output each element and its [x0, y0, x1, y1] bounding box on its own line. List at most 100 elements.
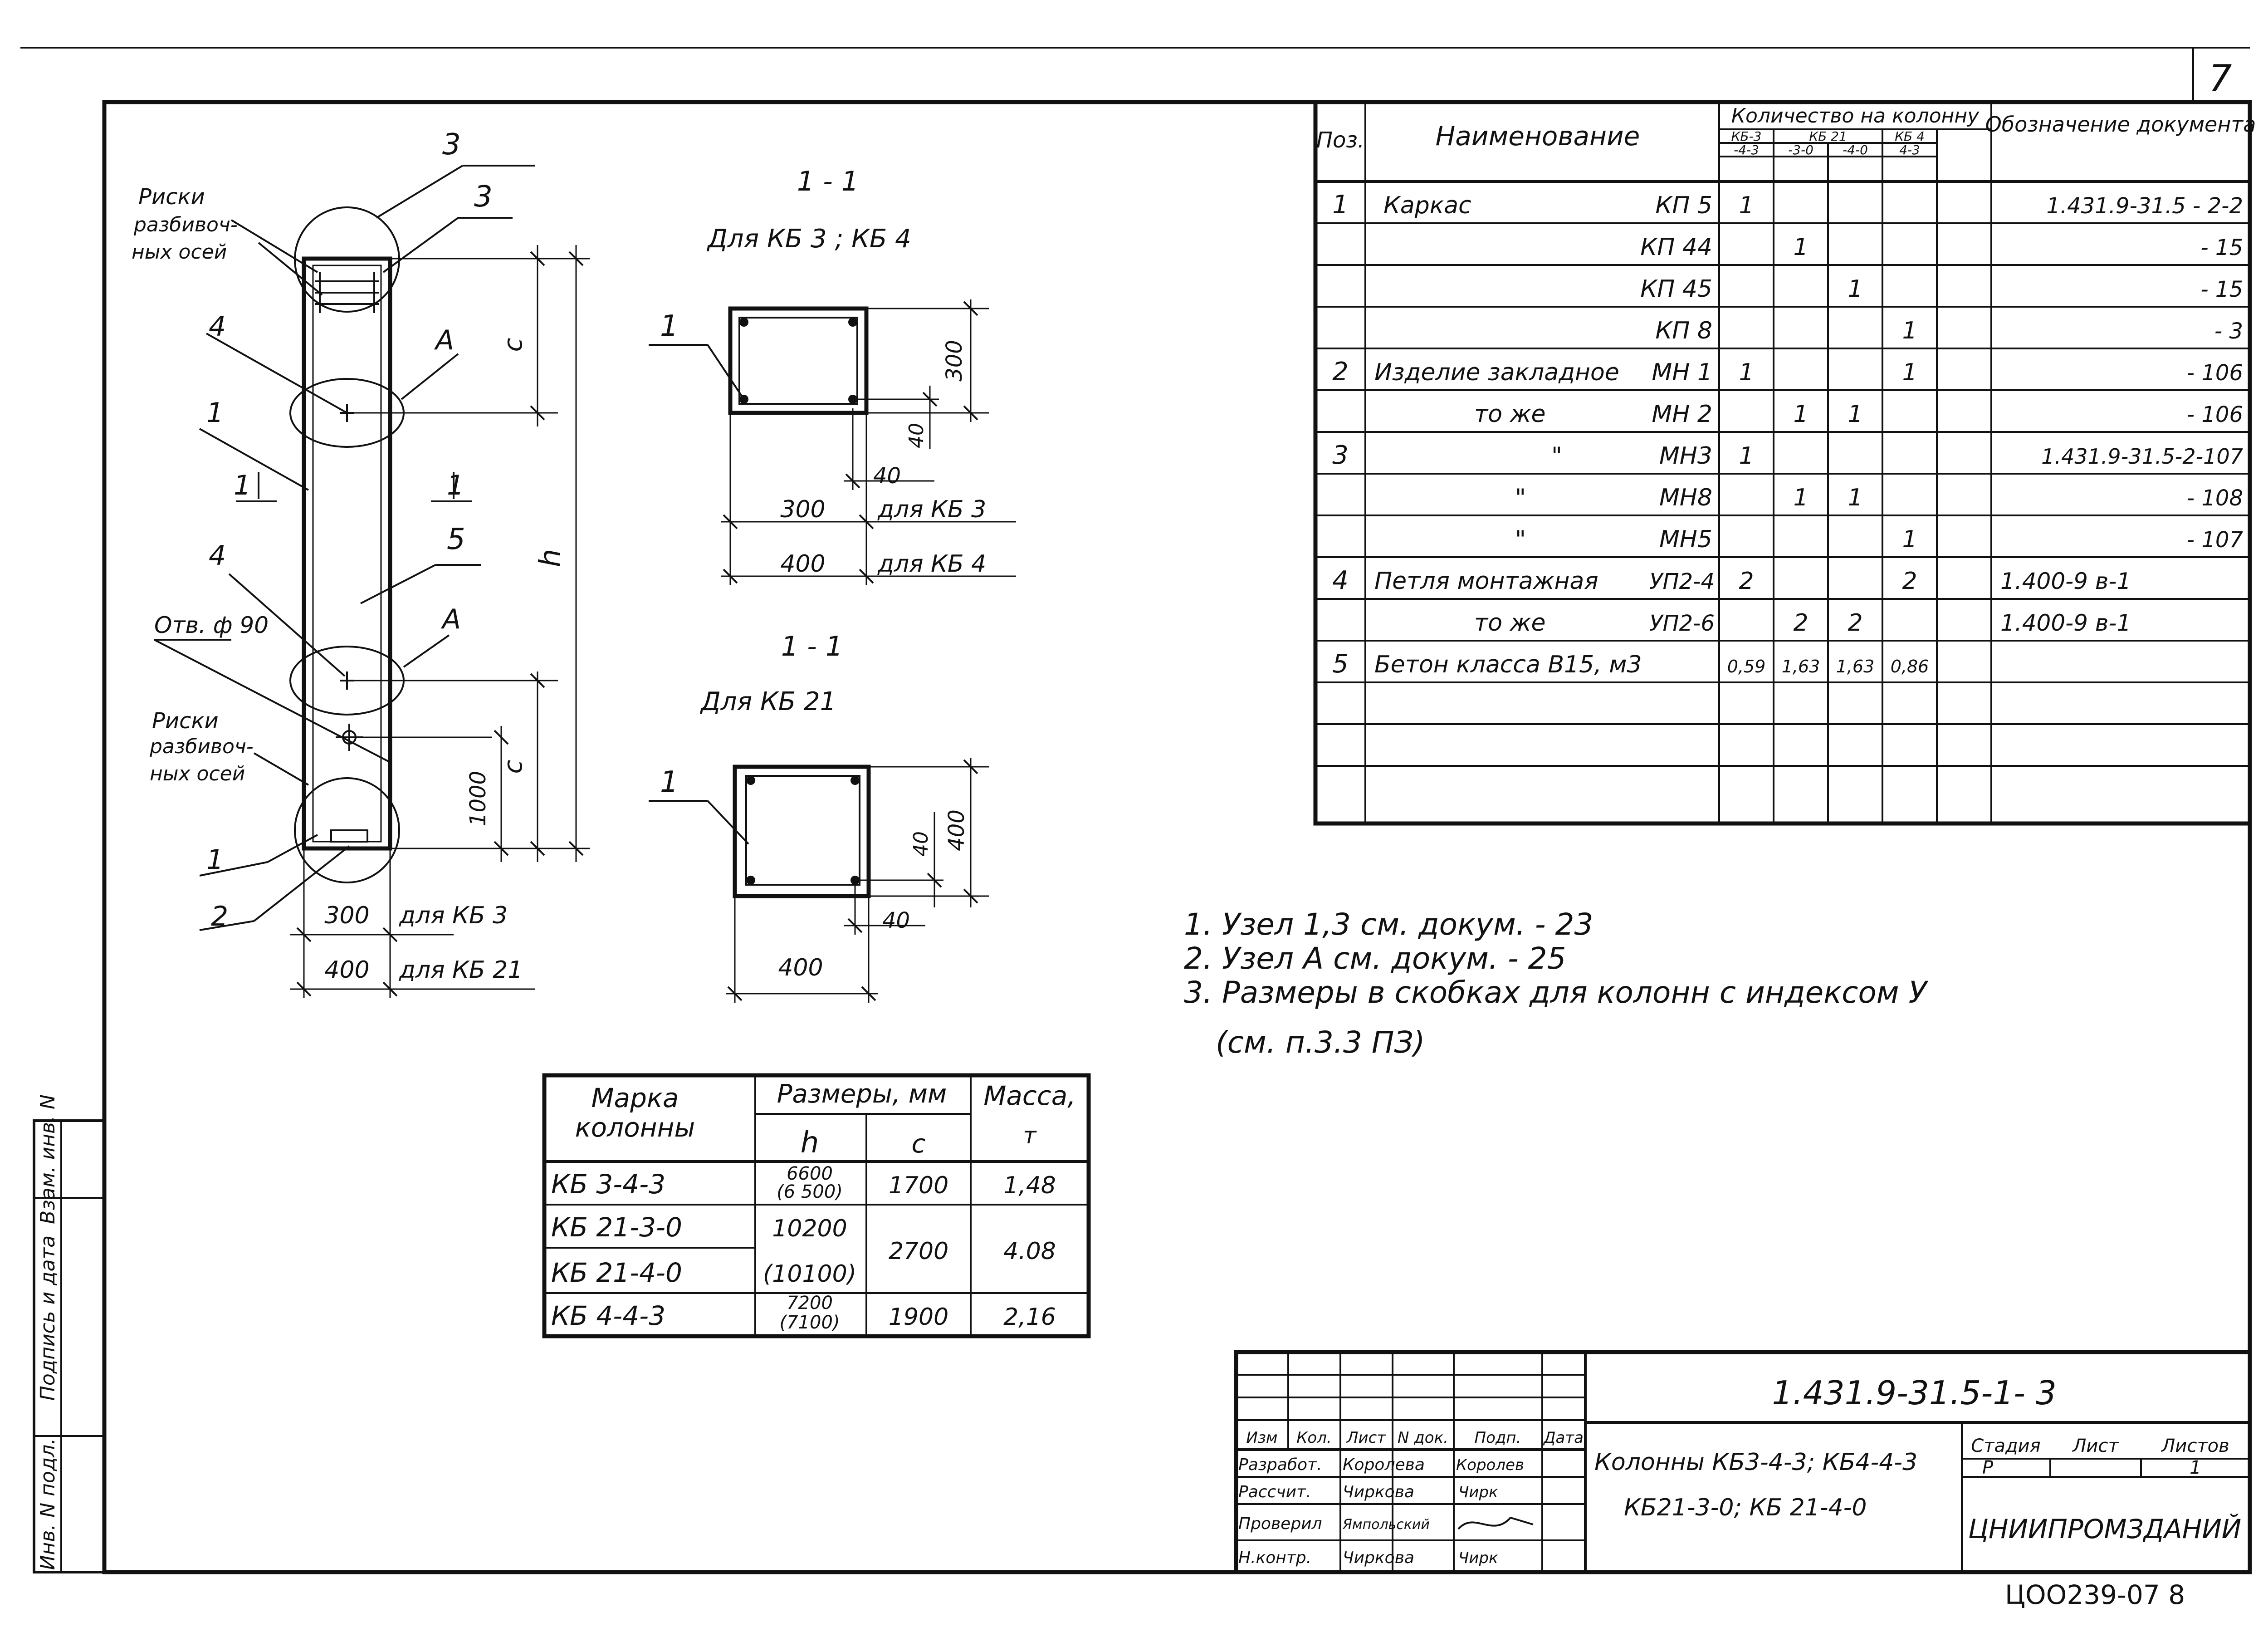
mass-row-mass: 2,16 [1003, 1304, 1056, 1331]
spec-row: 1 Каркас КП 5 1 1.431.9-31.5 - 2-2 [1332, 190, 2243, 220]
pos-label-2: 2 [211, 901, 228, 932]
sheets-label: Листов [2160, 1436, 2229, 1456]
section-kb21-pos: 1 [660, 765, 679, 799]
doc-name-line2: КБ21-3-0; КБ 21-4-0 [1624, 1494, 1867, 1521]
sheets-value: 1 [2190, 1457, 2201, 1478]
spec-row-doc: 1.400-9 в-1 [2000, 610, 2131, 636]
head-kol: Кол. [1296, 1429, 1331, 1447]
dim-w300-note: для КБ 3 [399, 902, 508, 929]
mass-row-h1: 7200 [787, 1293, 833, 1314]
mass-kb21-c: 2700 [889, 1238, 948, 1265]
doc-code: 1.431.9-31.5-1- 3 [1772, 1374, 2057, 1412]
person-role: Н.контр. [1238, 1549, 1311, 1567]
doc-name-line1: Колонны КБ3-4-3; КБ4-4-3 [1594, 1449, 1917, 1476]
spec-row-mark: МН5 [1659, 526, 1712, 553]
riski-top-3: ных осей [132, 240, 227, 264]
spec-row: 4 Петля монтажная УП2-4 2 2 1.400-9 в-1 [1332, 566, 2131, 595]
title-block: 1.431.9-31.5-1- 3 Колонны КБ3-4-3; КБ4-4… [1234, 1350, 2252, 1574]
section-mark-left: 1 [234, 470, 251, 501]
head-ndok: N док. [1398, 1429, 1448, 1447]
riski-top-2: разбивоч- [133, 213, 238, 236]
section-kb21-dim400: 400 [778, 954, 823, 981]
page-number: 7 [2209, 57, 2232, 99]
pos-label-3a: 3 [442, 128, 461, 162]
person-sign: Чирк [1458, 1483, 1498, 1501]
mass-row-c: 1700 [889, 1172, 948, 1199]
sheet-label: Лист [2072, 1436, 2119, 1456]
spec-row-q1: 1 [1739, 192, 1754, 219]
person-name: Чиркова [1343, 1483, 1414, 1501]
table-row: КБ 21-3-0 10200 [551, 1212, 847, 1243]
mass-row-mark: КБ 4-4-3 [551, 1300, 665, 1331]
spec-header-pos: Поз. [1316, 127, 1364, 153]
person-role: Рассчит. [1238, 1483, 1311, 1501]
riski-bottom-1: Риски [152, 708, 219, 734]
spec-row-doc: - 106 [2187, 360, 2243, 386]
spec-row-pos: 2 [1332, 357, 1349, 387]
spec-table: Поз. Наименование Количество на колонну … [1313, 100, 2256, 826]
person-sign: Чирк [1458, 1549, 1498, 1567]
spec-row-q4: 2 [1902, 568, 1917, 595]
spec-row-mark: КП 5 [1655, 192, 1712, 219]
org-name: ЦНИИПРОМЗДАНИЙ [1968, 1513, 2241, 1544]
spec-row-mark: МН 2 [1652, 401, 1712, 428]
mass-table: Марка колонны Размеры, мм h с Масса, т К… [542, 1073, 1091, 1338]
dim-w400: 400 [324, 956, 369, 984]
stamp-vzam: Взам. инв. N [36, 1094, 59, 1224]
table-row: КБ 3-4-3 6600 (6 500) 1700 1,48 [551, 1163, 1056, 1202]
pos-label-3b: 3 [474, 180, 493, 214]
spec-row: КП 45 1 - 15 [1640, 275, 2243, 303]
node-label-a1: А [434, 324, 454, 356]
spec-row-doc: - 3 [2214, 319, 2243, 344]
spec-row-q4: 0,86 [1891, 657, 1929, 676]
mass-kb21-mass: 4.08 [1003, 1238, 1056, 1265]
spec-header-kb3: КБ-3 [1731, 129, 1761, 144]
mass-row-mark: КБ 21-3-0 [551, 1212, 682, 1243]
spec-row-mark: МН3 [1659, 442, 1712, 470]
dim-c-bottom: с [499, 760, 528, 774]
spec-row-name: то же [1474, 609, 1545, 637]
spec-row-pos: 4 [1332, 566, 1349, 595]
mass-header-mass-2: т [1023, 1122, 1037, 1149]
spec-row-mark: МН8 [1659, 484, 1712, 511]
list-item: Разработ. Королева Королев [1238, 1456, 1524, 1474]
spec-header-sub2: -3-0 [1788, 142, 1813, 157]
person-role: Проверил [1238, 1514, 1322, 1533]
spec-row-q1: 1 [1739, 359, 1754, 386]
spec-row-q1: 1 [1739, 442, 1754, 470]
note-2: 2. Узел А см. докум. - 25 [1184, 941, 1566, 976]
spec-row-q3: 2 [1848, 609, 1862, 637]
spec-header-name: Наименование [1436, 121, 1640, 152]
spec-header-kb21: КБ 21 [1809, 129, 1847, 144]
person-name: Королева [1343, 1456, 1425, 1474]
list-item: Проверил Ямпольский [1238, 1514, 1534, 1533]
spec-row-q2: 1 [1793, 484, 1808, 511]
spec-row-doc: - 106 [2187, 402, 2243, 427]
spec-row-q1: 2 [1739, 568, 1754, 595]
spec-row-name: то же [1474, 401, 1545, 428]
mass-header-mark-1: Марка [591, 1083, 679, 1113]
spec-row-q2: 1 [1793, 401, 1808, 428]
spec-row: 5 Бетон класса В15, м3 0,59 1,63 1,63 0,… [1332, 649, 1929, 679]
spec-header-sub3: -4-0 [1843, 142, 1868, 157]
spec-row-doc: - 108 [2187, 485, 2243, 511]
mass-header-mark-2: колонны [575, 1112, 695, 1143]
spec-row-name: " [1551, 442, 1562, 470]
spec-header-sub4: 4-3 [1899, 142, 1920, 157]
mass-row-mark: КБ 3-4-3 [551, 1169, 665, 1200]
person-name: Чиркова [1343, 1549, 1414, 1567]
spec-row: КП 8 1 - 3 [1655, 317, 2243, 344]
dim-w400-note: для КБ 21 [399, 956, 523, 984]
spec-row-q3: 1 [1848, 484, 1862, 511]
spec-row-q4: 1 [1902, 317, 1917, 344]
pos-label-1b: 1 [206, 844, 224, 876]
spec-header-sub1: -4-3 [1734, 142, 1759, 157]
section-kb3-subtitle: Для КБ 3 ; КБ 4 [706, 224, 911, 254]
spec-row-mark: УП2-6 [1649, 611, 1715, 636]
spec-row: то же УП2-6 2 2 1.400-9 в-1 [1474, 609, 2131, 637]
stage-value: Р [1982, 1457, 1994, 1478]
spec-row-doc: 1.431.9-31.5-2-107 [2041, 444, 2243, 469]
stamp-podpis: Подпись и дата [36, 1235, 59, 1401]
section-kb3-dim300-note: для КБ 3 [877, 496, 986, 523]
